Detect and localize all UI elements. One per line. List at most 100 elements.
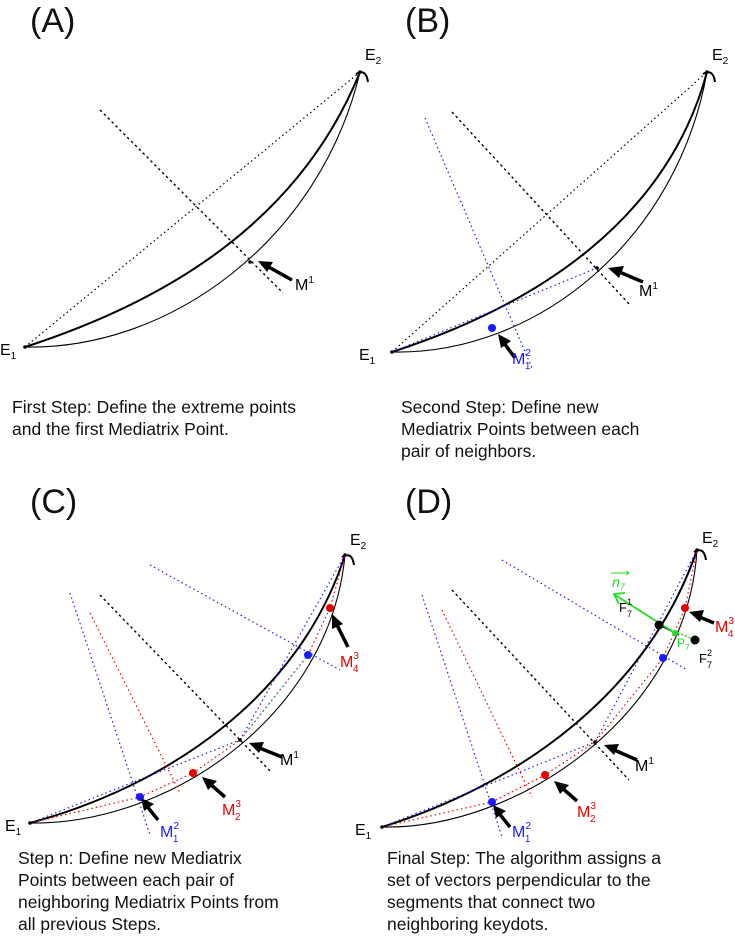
mediatrix-line-red [441,609,533,798]
m12-arrow-head [493,805,506,818]
m43-arrow-head [689,610,704,622]
label-m1: M1 [639,281,658,300]
label-m1: M1 [635,756,654,775]
segment-cyan [239,654,309,741]
e2-point [695,548,699,552]
m1-point [595,266,599,270]
label-m1: M1 [280,750,299,769]
chord-line [24,71,361,348]
m43-point [326,604,334,612]
segment-red [381,549,698,828]
caption: First Step: Define the extreme points an… [12,397,297,439]
segment-blue-1 [29,739,241,824]
mediatrix-line-1 [99,594,273,774]
blue-point-upper [304,651,312,659]
m12-point [488,798,496,806]
arc-inner [29,554,346,824]
f71-point [654,620,664,630]
m12-arrow-head [141,798,154,811]
m43-point [681,604,689,612]
mediatrix-line [99,109,284,294]
m23-arrow-head [554,781,569,794]
label-e1: E1 [355,822,372,842]
f72-point [690,635,700,645]
caption: Second Step: Define new Mediatrix Points… [401,397,640,461]
segment-green [658,624,696,641]
caption: Step n: Define new Mediatrix Points betw… [18,848,279,934]
arc-tip [341,554,355,566]
m1-arrow-head [258,261,273,272]
p7-point [672,630,678,636]
m1-point [248,260,252,264]
arc-outer [29,554,346,824]
arc-outer [391,71,708,353]
e1-point [390,350,394,354]
n7-arrow-head [612,592,626,605]
mediatrix-line-1 [451,111,631,306]
diagram-a: E1 E2 M1 [0,47,382,362]
arc-outer [381,549,698,828]
e1-point [28,821,32,825]
panel-label: (B) [405,2,451,40]
label-e1: E1 [5,818,22,838]
m1-point [593,740,597,744]
m1-arrow-head [604,744,619,755]
caption: Final Step: The algorithm assigns a set … [387,848,661,934]
m1-arrow-shaft [611,747,638,762]
m1-arrow-head [249,742,264,753]
label-e2: E2 [365,47,382,67]
mediatrix-line-blue-1 [69,592,151,836]
e2-point [705,70,709,74]
panel-label: (C) [30,483,78,521]
m12-arrow-shaft [502,341,517,360]
panel-a: (A) E1 E2 M1 First Step: Define the extr… [0,0,382,475]
m1-point [238,738,242,742]
label-m1: M1 [295,275,314,294]
m23-arrow-head [202,777,217,790]
label-e2: E2 [712,47,729,67]
e1-point [23,345,27,349]
arc-tip [702,71,716,83]
segment-red [29,554,346,824]
m43-arrow-head [332,614,343,629]
segment-blue-2 [594,549,698,743]
arc-outer [24,71,361,348]
m1-arrow-shaft [256,745,283,759]
blue-point-upper [659,654,667,662]
m43-arrow-shaft [334,622,350,648]
segment-blue [391,267,598,353]
chord-line [391,71,708,353]
n7-overline-head [625,570,630,576]
e2-point [358,70,362,74]
arc-tip [355,71,369,83]
m12-arrow-head [498,334,511,348]
m12-point [488,324,496,332]
label-e1: E1 [0,342,17,362]
panel-label: (A) [30,2,76,40]
mediatrix-line-blue [424,117,533,369]
arc-inner [381,549,698,828]
n7-vector [614,594,676,634]
panel-label: (D) [405,483,453,521]
mediatrix-line-red [89,612,181,794]
e2-point [343,553,347,557]
label-p7: P7 [677,636,690,652]
m23-point [541,771,549,779]
arc-inner [391,71,708,353]
e1-point [380,825,384,829]
m1-arrow-head [608,266,624,278]
m1-arrow-shaft [616,269,644,284]
label-e2: E2 [702,530,719,550]
label-e2: E2 [350,532,367,552]
